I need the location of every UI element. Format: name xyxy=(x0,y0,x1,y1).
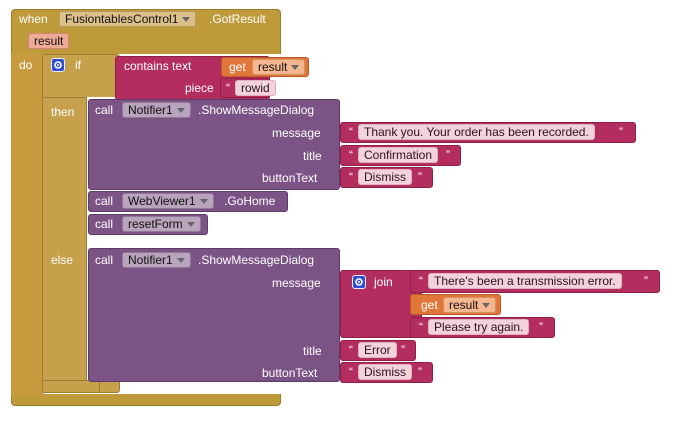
message-label: message xyxy=(272,276,321,290)
notifier-component-name: Notifier1 xyxy=(128,103,173,117)
when-label: when xyxy=(19,12,48,26)
chevron-down-icon xyxy=(176,258,185,264)
quote-open: “ xyxy=(349,125,353,139)
quote-close: ” xyxy=(539,320,543,334)
get-result-dropdown[interactable]: result xyxy=(252,59,306,75)
notifier-component-dropdown[interactable]: Notifier1 xyxy=(122,102,191,118)
chevron-down-icon xyxy=(291,65,300,71)
contains-text-label: contains text xyxy=(124,59,192,73)
quote-open: “ xyxy=(226,81,230,95)
chevron-down-icon xyxy=(199,199,208,205)
call-label: call xyxy=(95,103,114,117)
quote-close: ” xyxy=(619,125,623,139)
quote-close: ” xyxy=(644,274,648,288)
message-value[interactable]: Thank you. Your order has been recorded. xyxy=(358,124,595,140)
buttontext-value[interactable]: Dismiss xyxy=(358,169,412,185)
method-name: .ShowMessageDialog xyxy=(198,103,315,117)
chevron-down-icon xyxy=(182,17,191,23)
chevron-down-icon xyxy=(482,303,491,309)
call-label: call xyxy=(95,217,114,231)
chevron-down-icon xyxy=(176,108,185,114)
if-label: if xyxy=(75,58,81,72)
notifier-component-name: Notifier1 xyxy=(128,253,173,267)
resetform-name: resetForm xyxy=(128,217,183,231)
quote-close: ” xyxy=(418,170,422,184)
quote-close: ” xyxy=(262,81,266,95)
if-else-spine xyxy=(42,97,87,382)
call-label: call xyxy=(95,194,114,208)
join-item3-value[interactable]: Please try again. xyxy=(428,319,530,335)
piece-label: piece xyxy=(185,81,214,95)
join-item1-value[interactable]: There's been a transmission error. xyxy=(428,273,622,289)
do-label: do xyxy=(19,58,33,72)
buttontext-value[interactable]: Dismiss xyxy=(358,364,412,380)
join-label: join xyxy=(374,275,393,289)
else-notifier-call-block[interactable] xyxy=(88,248,340,382)
get-label: get xyxy=(229,60,246,74)
gohome-method: .GoHome xyxy=(224,194,276,208)
component-dropdown[interactable]: FusiontablesControl1 xyxy=(59,11,197,27)
quote-open: “ xyxy=(419,320,423,334)
method-name: .ShowMessageDialog xyxy=(198,253,315,267)
chevron-down-icon xyxy=(186,222,195,228)
get-label: get xyxy=(421,298,438,312)
get-result-dropdown[interactable]: result xyxy=(443,297,497,313)
get-var-name: result xyxy=(258,60,288,74)
buttontext-label: buttonText xyxy=(262,171,318,185)
else-label: else xyxy=(51,253,74,267)
quote-close: ” xyxy=(401,343,405,357)
quote-open: “ xyxy=(349,365,353,379)
buttontext-label: buttonText xyxy=(262,366,318,380)
component-name: FusiontablesControl1 xyxy=(65,12,179,26)
message-label: message xyxy=(272,126,321,140)
call-label: call xyxy=(95,253,114,267)
title-label: title xyxy=(303,344,322,358)
then-label: then xyxy=(51,105,75,119)
title-value[interactable]: Error xyxy=(358,342,397,358)
event-spine xyxy=(11,54,44,396)
gear-icon[interactable] xyxy=(352,275,366,289)
title-label: title xyxy=(303,149,322,163)
get-var-name: result xyxy=(449,298,479,312)
quote-open: “ xyxy=(349,343,353,357)
quote-open: “ xyxy=(349,148,353,162)
resetform-dropdown[interactable]: resetForm xyxy=(122,216,201,232)
gear-icon[interactable] xyxy=(51,58,65,72)
quote-close: ” xyxy=(446,148,450,162)
title-value[interactable]: Confirmation xyxy=(358,147,439,163)
if-else-bottom xyxy=(42,380,100,393)
result-param[interactable]: result xyxy=(28,33,70,49)
notifier-component-dropdown[interactable]: Notifier1 xyxy=(122,252,191,268)
webviewer-component-dropdown[interactable]: WebViewer1 xyxy=(122,193,214,209)
event-name: .GotResult xyxy=(209,12,266,26)
quote-open: “ xyxy=(419,274,423,288)
webviewer-component-name: WebViewer1 xyxy=(128,194,196,208)
quote-close: ” xyxy=(418,365,422,379)
quote-open: “ xyxy=(349,170,353,184)
piece-value[interactable]: rowid xyxy=(235,80,276,96)
